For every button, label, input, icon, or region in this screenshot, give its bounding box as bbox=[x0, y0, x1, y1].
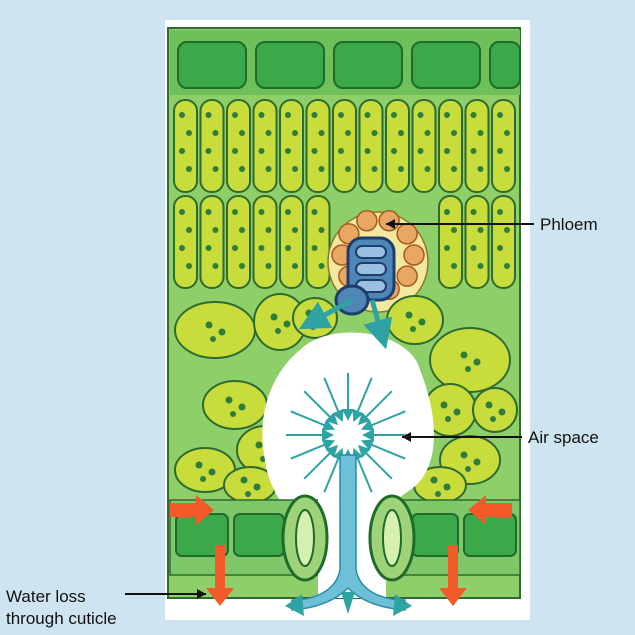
palisade-cell bbox=[254, 100, 277, 192]
water-loss-label-line1: Water loss bbox=[6, 586, 117, 608]
palisade-cell bbox=[413, 100, 436, 192]
palisade-cell bbox=[492, 100, 515, 192]
water-loss-label-line2: through cuticle bbox=[6, 608, 117, 630]
palisade-cell bbox=[254, 196, 277, 288]
palisade-cell bbox=[174, 196, 197, 288]
palisade-cell bbox=[333, 100, 356, 192]
palisade-cell bbox=[466, 196, 489, 288]
air-space-label: Air space bbox=[528, 428, 599, 448]
palisade-cell bbox=[280, 196, 303, 288]
palisade-cell bbox=[174, 100, 197, 192]
spongy-cell bbox=[473, 388, 517, 432]
palisade-cell bbox=[227, 100, 250, 192]
phloem-label: Phloem bbox=[540, 215, 598, 235]
palisade-cell bbox=[386, 100, 409, 192]
palisade-cell bbox=[439, 100, 462, 192]
palisade-cell bbox=[439, 196, 462, 288]
water-loss-label: Water loss through cuticle bbox=[6, 586, 117, 630]
palisade-cell bbox=[360, 100, 383, 192]
palisade-cell bbox=[201, 100, 224, 192]
upper-epidermis bbox=[170, 30, 520, 95]
palisade-cell bbox=[307, 196, 330, 288]
palisade-cell bbox=[280, 100, 303, 192]
spongy-cell bbox=[387, 296, 443, 344]
spongy-cell bbox=[430, 328, 510, 392]
spongy-cell bbox=[203, 381, 267, 429]
palisade-cell bbox=[466, 100, 489, 192]
palisade-cell bbox=[227, 196, 250, 288]
palisade-cell bbox=[307, 100, 330, 192]
spongy-cell bbox=[175, 302, 255, 358]
palisade-cell bbox=[492, 196, 515, 288]
palisade-cell bbox=[201, 196, 224, 288]
